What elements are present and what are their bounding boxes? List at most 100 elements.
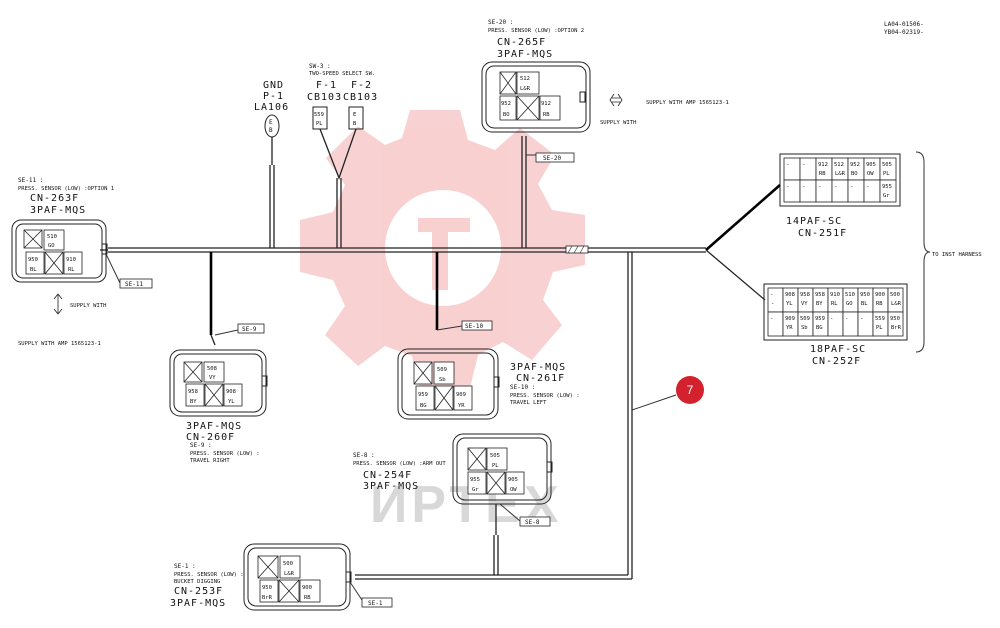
cn252-wire-color: RB: [876, 301, 883, 307]
svg-text:908: 908: [226, 389, 236, 395]
svg-text:905: 905: [508, 477, 518, 483]
cn251-pin-number: 905: [866, 162, 876, 168]
svg-text:CN-253F: CN-253F: [174, 586, 223, 597]
cn252-pin-number: -: [770, 316, 773, 322]
cn251-pin-number: -: [786, 162, 789, 168]
svg-text:SE-11 :: SE-11 :: [18, 177, 43, 184]
cn252-connector: --908YL958VY958BY910RL510GO950BL900RB500…: [763, 283, 908, 341]
se10-connector: SE-10 509 Sb 959 BG 909 YR 3PAF-MQS CN-2…: [397, 320, 580, 420]
cn252-housing: [763, 283, 908, 341]
cn251-pin-number: -: [866, 184, 869, 190]
cn251-type: 14PAF-SC: [786, 216, 842, 227]
double-arrow-icon: [53, 293, 63, 315]
doc-ref-2: YB04-02319-: [884, 29, 924, 36]
svg-text:SUPPLY WITH: SUPPLY WITH: [600, 120, 636, 126]
se20-connector: SE-20 : PRESS. SENSOR (LOW) :OPTION 2 CN…: [481, 19, 729, 163]
doc-ref-1: LA04-01506-: [884, 21, 924, 28]
svg-text:SUPPLY WITH AMP 1565123-1: SUPPLY WITH AMP 1565123-1: [18, 341, 101, 347]
svg-text:TWO-SPEED SELECT SW.: TWO-SPEED SELECT SW.: [309, 71, 375, 77]
svg-text:SE-10: SE-10: [465, 323, 483, 330]
cn251-pin-number: -: [818, 184, 821, 190]
cn251-housing: [779, 153, 901, 207]
watermark-logo: [300, 110, 585, 388]
svg-text:PL: PL: [316, 121, 323, 127]
svg-text:F-2: F-2: [351, 80, 372, 91]
cn252-pin-number: 950: [860, 292, 870, 298]
se11-connector: SE-11 : PRESS. SENSOR (LOW) :OPTION 1 CN…: [11, 177, 153, 347]
svg-text:500: 500: [283, 561, 293, 567]
svg-text:RB: RB: [543, 112, 550, 118]
svg-text:PRESS. SENSOR (LOW) :: PRESS. SENSOR (LOW) :: [190, 451, 260, 457]
cn252-pin-number: 510: [845, 292, 855, 298]
se8-connector: SE-8 : PRESS. SENSOR (LOW) :ARM OUT CN-2…: [353, 433, 553, 535]
cn252-pin-number: 910: [830, 292, 840, 298]
svg-text:RL: RL: [68, 267, 75, 273]
cn251-wire-color: OW: [867, 171, 874, 177]
svg-text:910: 910: [66, 257, 76, 263]
svg-text:Sb: Sb: [439, 377, 446, 383]
cn252-type: 18PAF-SC: [810, 344, 866, 355]
svg-text:PL: PL: [492, 463, 499, 469]
svg-text:SUPPLY WITH AMP 1565123-1: SUPPLY WITH AMP 1565123-1: [646, 100, 729, 106]
svg-text:959: 959: [418, 392, 428, 398]
svg-text:SE-11: SE-11: [125, 281, 143, 288]
cn252-wire-color: L&R: [891, 301, 902, 307]
svg-text:BrR: BrR: [262, 595, 273, 601]
svg-text:SE-1 :: SE-1 :: [174, 563, 196, 570]
cn252-pin-number: 958: [800, 292, 810, 298]
svg-text:912: 912: [541, 101, 551, 107]
svg-text:BUCKET DIGGING: BUCKET DIGGING: [174, 579, 220, 585]
svg-text:3PAF-MQS: 3PAF-MQS: [30, 205, 86, 216]
cn251-pin-number: 952: [850, 162, 860, 168]
cn252-pin-number: 908: [785, 292, 795, 298]
svg-text:900: 900: [302, 585, 312, 591]
callout-marker[interactable]: 7: [676, 376, 704, 404]
se1-connector: SE-1 : PRESS. SENSOR (LOW) : BUCKET DIGG…: [170, 543, 393, 611]
svg-text:CN-254F: CN-254F: [363, 470, 412, 481]
svg-text:LA106: LA106: [254, 102, 289, 113]
cn252-cn: CN-252F: [812, 356, 861, 367]
svg-text:OW: OW: [510, 487, 517, 493]
cn252-wire-color: BL: [861, 301, 868, 307]
cn252-wire-color: BrR: [891, 325, 902, 331]
svg-text:E: E: [269, 119, 273, 126]
svg-text:512: 512: [520, 76, 530, 82]
svg-text:SE-8 :: SE-8 :: [353, 452, 375, 459]
cn252-pin-number: -: [770, 292, 773, 298]
cn252-pin-number: 958: [815, 292, 825, 298]
svg-text:SE-8: SE-8: [525, 519, 540, 526]
svg-text:7: 7: [687, 383, 694, 397]
gnd-connector: GND P-1 LA106 E B: [254, 80, 289, 165]
svg-text:3PAF-MQS: 3PAF-MQS: [510, 362, 566, 373]
svg-text:SE-20: SE-20: [543, 155, 561, 162]
cn252-pin-number: 509: [800, 316, 810, 322]
svg-text:CN-265F: CN-265F: [497, 37, 546, 48]
se9-connector: SE-9 508 VY 958 BY 908 YL 3PAF-MQS CN-26…: [169, 323, 268, 464]
svg-text:B: B: [269, 127, 273, 134]
svg-text:955: 955: [470, 477, 480, 483]
svg-text:BY: BY: [190, 399, 197, 405]
svg-text:CB103: CB103: [307, 92, 342, 103]
svg-text:Gr: Gr: [472, 487, 479, 493]
svg-text:CN-263F: CN-263F: [30, 193, 79, 204]
cn252-pin-number: 900: [875, 292, 885, 298]
cn251-pin-cell: [879, 179, 897, 203]
svg-text:CN-260F: CN-260F: [186, 432, 235, 443]
cn252-wire-color: PL: [876, 325, 883, 331]
svg-text:950: 950: [28, 257, 38, 263]
svg-text:3PAF-MQS: 3PAF-MQS: [186, 421, 242, 432]
cn251-wire-color: BO: [851, 171, 858, 177]
svg-text:TRAVEL LEFT: TRAVEL LEFT: [510, 400, 547, 406]
cn252-pin-number: -: [860, 316, 863, 322]
sw3-connector: SW-3 : TWO-SPEED SELECT SW. F-1 F-2 CB10…: [307, 63, 377, 180]
svg-text:952: 952: [501, 101, 511, 107]
svg-text:SE-9 :: SE-9 :: [190, 442, 212, 449]
cn251-pin-number: -: [834, 184, 837, 190]
cn251-wire-color: RB: [819, 171, 826, 177]
cn252-wire-color: BY: [816, 301, 823, 307]
svg-text:GO: GO: [48, 243, 55, 249]
to-inst-harness-label: TO INST HARNESS: [932, 252, 982, 258]
